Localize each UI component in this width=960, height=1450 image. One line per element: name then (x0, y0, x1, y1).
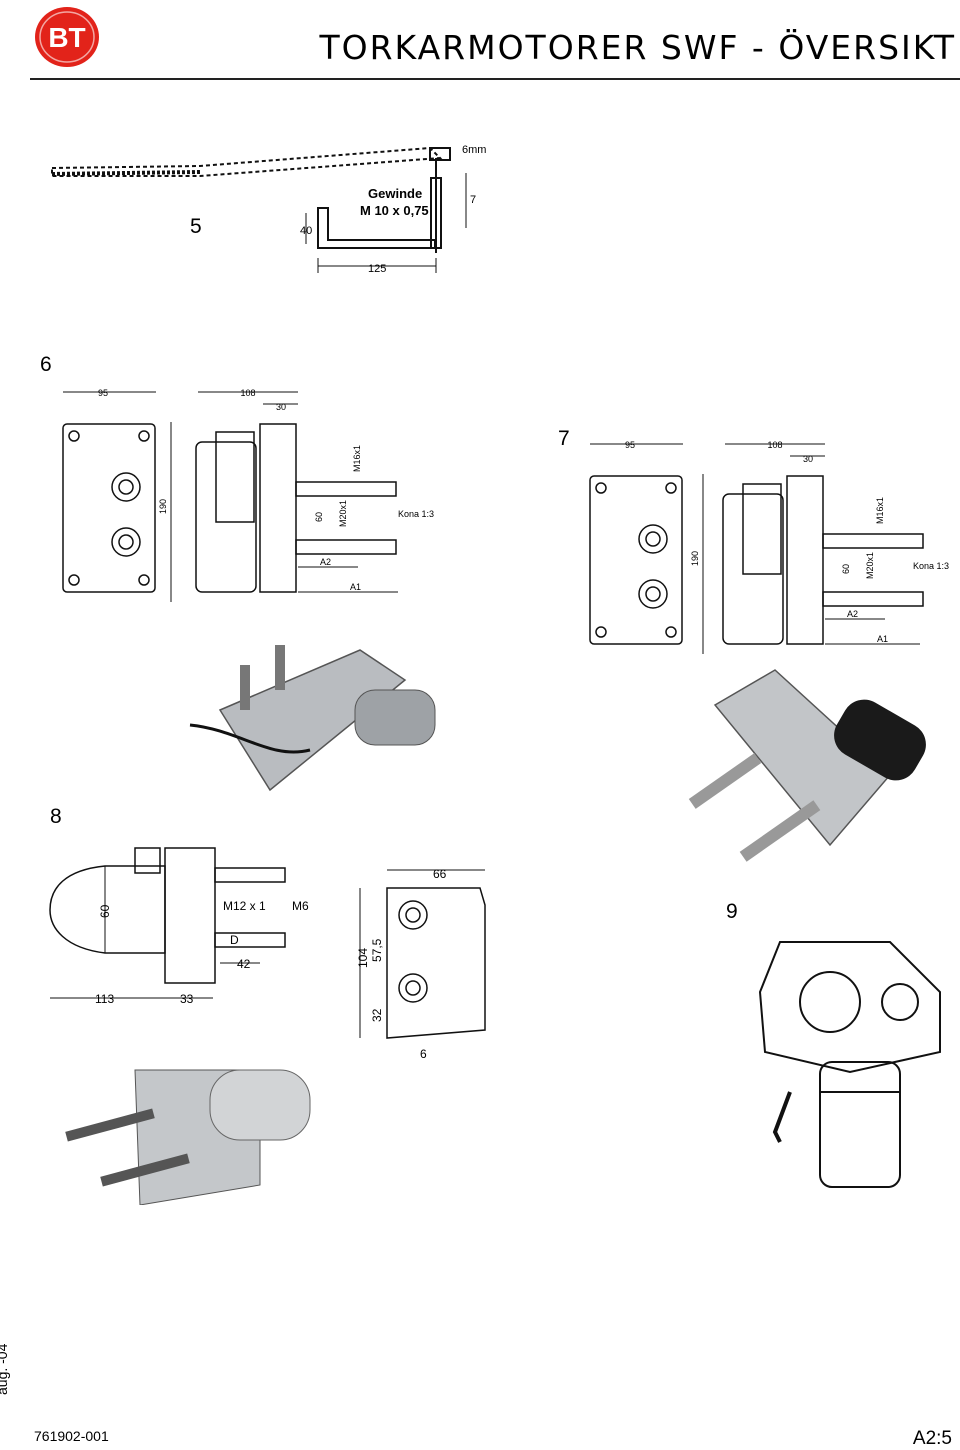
figure-number-5: 5 (190, 215, 202, 238)
fig7-a2: A2 (847, 609, 858, 619)
figure-6-motor-drawing: 95 108 30 190 60 M16x1 M20x1 Kona 1:3 A2… (62, 388, 434, 602)
fig6-dim-108: 108 (240, 388, 255, 398)
figure-number-6: 6 (40, 353, 52, 376)
photo-motor-9 (688, 669, 926, 862)
figure-7-motor-drawing: 95 108 30 190 60 M16x1 M20x1 Kona 1:3 A2… (589, 440, 949, 654)
bt-logo: BT (35, 7, 99, 67)
figure-number-7: 7 (558, 427, 570, 450)
fig5-dim-125: 125 (368, 263, 386, 275)
page-title: TORKARMOTORER SWF - ÖVERSIKT (319, 28, 956, 67)
fig6-dim-190: 190 (158, 499, 168, 514)
figure-8-front-drawing: 66 104 57,5 32 6 (356, 867, 486, 1061)
fig7-m16: M16x1 (875, 497, 885, 524)
fig6-m16: M16x1 (352, 445, 362, 472)
fig8-dim-60: 60 (98, 904, 112, 918)
fig8-dim-104: 104 (356, 948, 370, 968)
header-divider (30, 78, 960, 80)
fig8-dim-113: 113 (95, 992, 114, 1006)
fig6-dim-60: 60 (314, 512, 324, 522)
fig5-dim-6mm: 6mm (462, 144, 486, 156)
fig6-a2: A2 (320, 557, 331, 567)
figure-number-9: 9 (726, 900, 738, 923)
fig7-dim-30: 30 (803, 454, 813, 464)
fig8-m6: M6 (292, 899, 309, 913)
logo-text: BT (48, 22, 85, 53)
fig8-dim-42: 42 (237, 957, 251, 971)
page-number: A2:5 (912, 1428, 952, 1449)
fig7-dim-108: 108 (767, 440, 782, 450)
figure-8-side-drawing: 60 M12 x 1 M6 D 42 113 33 (49, 847, 309, 1006)
fig8-m12: M12 x 1 (223, 899, 266, 913)
fig8-d: D (230, 933, 239, 947)
fig6-dim-30: 30 (276, 402, 286, 412)
figure-9-motor-drawing (758, 941, 941, 1188)
fig7-a1: A1 (877, 634, 888, 644)
fig6-a1: A1 (350, 582, 361, 592)
fig6-kona: Kona 1:3 (398, 509, 434, 519)
fig7-m20: M20x1 (865, 552, 875, 579)
fig7-dim-60: 60 (841, 564, 851, 574)
side-date: aug. -04 (0, 1343, 10, 1395)
fig5-dim-40: 40 (300, 225, 312, 237)
fig6-dim-95: 95 (98, 388, 108, 398)
fig8-dim-57-5: 57,5 (370, 938, 384, 962)
fig5-dim-7: 7 (470, 194, 476, 206)
fig8-dim-66: 66 (433, 867, 447, 881)
fig7-dim-95: 95 (625, 440, 635, 450)
fig5-thread-label-1: Gewinde (368, 186, 422, 201)
fig7-dim-190: 190 (690, 551, 700, 566)
fig7-kona: Kona 1:3 (913, 561, 949, 571)
fig8-dim-32: 32 (370, 1008, 384, 1022)
fig8-dim-33: 33 (180, 992, 194, 1006)
figure-number-8: 8 (50, 805, 62, 828)
fig8-dim-6: 6 (420, 1047, 427, 1061)
document-number: 761902-001 (34, 1428, 109, 1444)
fig6-m20: M20x1 (338, 500, 348, 527)
fig5-thread-label-2: M 10 x 0,75 (360, 203, 429, 218)
photo-motor-8 (65, 1069, 311, 1205)
figure-5-wiper-arm: Gewinde M 10 x 0,75 125 40 7 6mm (51, 144, 486, 275)
photo-motor-6-7 (189, 645, 436, 792)
